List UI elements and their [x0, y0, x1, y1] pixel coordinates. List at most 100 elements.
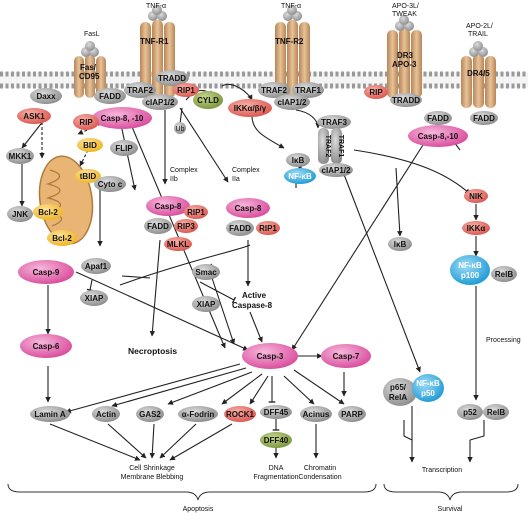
p52: p52: [457, 404, 483, 420]
svg-text:RIP1: RIP1: [187, 208, 205, 217]
fadd-complex2a: FADD: [226, 220, 254, 236]
ikb-1: IκB: [286, 153, 310, 167]
fadd-dr45-a: FADD: [424, 111, 452, 125]
svg-text:Lamin A: Lamin A: [34, 410, 65, 419]
receptor-dr3: [387, 28, 422, 98]
svg-text:cIAP1/2: cIAP1/2: [322, 166, 351, 175]
svg-text:Bcl-2: Bcl-2: [52, 234, 72, 243]
label-apo2l: APO-2L/: [466, 23, 493, 30]
receptor-dr45: [461, 54, 496, 108]
label-cd95: CD95: [79, 72, 100, 81]
bcl2-a: Bcl-2: [33, 204, 63, 220]
svg-text:Daxx: Daxx: [36, 92, 56, 101]
svg-text:RelB: RelB: [487, 408, 505, 417]
svg-text:FADD: FADD: [147, 222, 169, 231]
label-apo3l: APO-3L/: [392, 3, 419, 10]
svg-text:p52: p52: [463, 408, 477, 417]
label-fasl: FasL: [84, 31, 100, 38]
svg-text:Casp-8: Casp-8: [235, 204, 262, 213]
apaf1: Apaf1: [81, 258, 111, 274]
svg-text:cIAP1/2: cIAP1/2: [278, 98, 307, 107]
svg-text:IKKα: IKKα: [467, 224, 486, 233]
svg-text:DFF40: DFF40: [264, 436, 289, 445]
mkk1: MKK1: [6, 148, 34, 164]
svg-text:TRAF1: TRAF1: [337, 135, 344, 158]
rip1-complex2b: RIP1: [184, 205, 208, 219]
svg-text:CYLD: CYLD: [197, 96, 219, 105]
svg-text:Actin: Actin: [96, 410, 116, 419]
label-tnfr2: TNF-R2: [275, 37, 304, 46]
rip-fas: RIP: [73, 114, 99, 130]
survival-brace: [383, 483, 519, 501]
dff45: DFF45: [260, 405, 292, 419]
jnk: JNK: [7, 206, 33, 222]
label-apo2l-2: TRAIL: [468, 31, 488, 38]
svg-text:RIP1: RIP1: [177, 86, 195, 95]
svg-text:NIK: NIK: [469, 192, 483, 201]
rip3: RIP3: [174, 219, 198, 233]
bcl2-b: Bcl-2: [47, 230, 77, 246]
svg-text:Smac: Smac: [195, 268, 217, 277]
svg-text:FLIP: FLIP: [115, 144, 133, 153]
ikb-2: IκB: [388, 237, 412, 251]
svg-text:Casp-3: Casp-3: [257, 352, 284, 361]
label-dr45: DR4/5: [467, 69, 490, 78]
svg-text:tBID: tBID: [80, 172, 97, 181]
gas2: GAS2: [136, 406, 164, 422]
label-tnf2: TNF-α: [281, 3, 301, 10]
svg-text:NF-κB: NF-κB: [416, 379, 440, 388]
receptor-tnfr2: [275, 20, 310, 98]
processing-label: Processing: [486, 337, 521, 344]
svg-text:IκB: IκB: [394, 240, 407, 249]
svg-text:RIP: RIP: [79, 118, 93, 127]
ligand-apo3l: [395, 15, 414, 31]
ikka: IKKα: [462, 221, 490, 235]
cytc: Cyto c: [94, 176, 126, 192]
rip-dr3: RIP: [364, 85, 388, 99]
svg-text:TRADD: TRADD: [392, 96, 420, 105]
acinus: Acinus: [300, 406, 332, 422]
necroptosis-label: Necroptosis: [128, 346, 177, 356]
ciap-r1: cIAP1/2: [142, 94, 178, 110]
outcome-dna: DNA: [269, 465, 284, 472]
nfkb-1: NF-κB: [284, 168, 316, 184]
outcome-blebbing: Membrane Blebbing: [121, 474, 184, 481]
svg-text:Cyto c: Cyto c: [98, 180, 123, 189]
ligand-fasl: [81, 41, 99, 57]
svg-text:Casp-8, -10: Casp-8, -10: [101, 114, 144, 123]
ligand-apo2l: [469, 41, 488, 57]
svg-text:IκB: IκB: [292, 156, 305, 165]
svg-text:TRAF2: TRAF2: [261, 86, 287, 95]
fodrin: α-Fodrin: [178, 406, 218, 422]
svg-text:TRADD: TRADD: [158, 74, 186, 83]
svg-text:RelB: RelB: [495, 270, 513, 279]
svg-text:ASK1: ASK1: [23, 112, 45, 121]
rip1-r1: RIP1: [173, 83, 199, 97]
nik: NIK: [464, 189, 488, 203]
svg-text:FADD: FADD: [229, 224, 251, 233]
label-tnf1: TNF-α: [146, 3, 166, 10]
svg-text:IKKα/β/γ: IKKα/β/γ: [234, 104, 267, 113]
svg-text:XIAP: XIAP: [85, 294, 104, 303]
smac: Smac: [192, 264, 220, 280]
fadd-dr45-b: FADD: [470, 111, 498, 125]
ask1: ASK1: [17, 108, 51, 124]
outcome-condensation: Condensation: [298, 474, 341, 481]
svg-text:cIAP1/2: cIAP1/2: [146, 98, 175, 107]
label-survival: Survival: [438, 506, 463, 513]
svg-text:FADD: FADD: [99, 92, 121, 101]
svg-text:TRAF1: TRAF1: [295, 86, 321, 95]
complex2b-label: Complex: [170, 167, 198, 174]
svg-text:MKK1: MKK1: [9, 152, 32, 161]
svg-text:α-Fodrin: α-Fodrin: [182, 410, 215, 419]
ikk: IKKα/β/γ: [228, 99, 272, 117]
svg-text:p50: p50: [421, 389, 435, 398]
tbid: tBID: [75, 169, 101, 183]
svg-text:TRAF2: TRAF2: [127, 86, 153, 95]
casp6: Casp-6: [20, 334, 72, 358]
outcome-shrink: Cell Shrinkage: [129, 465, 175, 472]
svg-text:Acinus: Acinus: [303, 410, 330, 419]
traf2-r1: TRAF2: [124, 82, 156, 98]
svg-text:RIP3: RIP3: [177, 222, 195, 231]
